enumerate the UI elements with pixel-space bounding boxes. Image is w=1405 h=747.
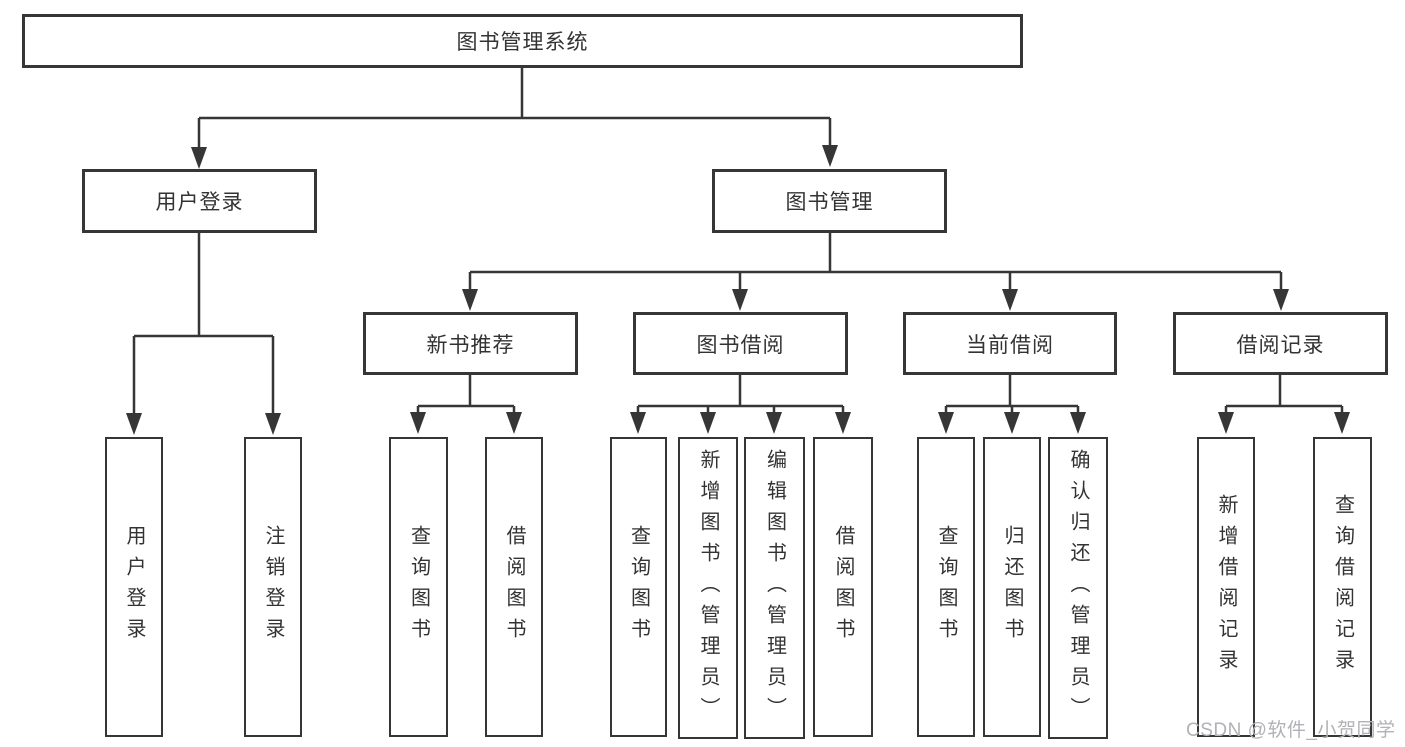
leaf-confirm-return-admin-label: 确认归还（管理员） — [1067, 448, 1089, 728]
leaf-confirm-return-admin: 确认归还（管理员） — [1048, 437, 1108, 739]
node-book-borrowing: 图书借阅 — [633, 312, 848, 375]
leaf-query-books-recommend: 查询图书 — [389, 437, 448, 737]
node-user-login: 用户登录 — [82, 169, 317, 233]
leaf-logout: 注销登录 — [244, 437, 302, 737]
leaf-return-books: 归还图书 — [983, 437, 1041, 737]
leaf-add-borrow-record-label: 新增借阅记录 — [1215, 494, 1237, 680]
leaf-edit-books-admin-label: 编辑图书（管理员） — [763, 448, 786, 728]
node-new-book-recommendation-label: 新书推荐 — [426, 333, 515, 357]
leaf-query-books-current-label: 查询图书 — [935, 525, 957, 649]
node-root-label: 图书管理系统 — [456, 31, 589, 54]
leaf-borrow-books-borrowing: 借阅图书 — [813, 437, 873, 737]
node-current-borrowing-label: 当前借阅 — [966, 333, 1054, 357]
leaf-query-borrow-record: 查询借阅记录 — [1313, 437, 1372, 737]
node-new-book-recommendation: 新书推荐 — [363, 312, 578, 375]
node-book-management: 图书管理 — [712, 169, 947, 233]
arrowheads — [126, 145, 1350, 435]
leaf-query-books-borrowing: 查询图书 — [610, 437, 667, 737]
leaf-add-books-admin-label: 新增图书（管理员） — [697, 448, 719, 728]
leaf-add-borrow-record: 新增借阅记录 — [1197, 437, 1255, 737]
leaf-user-login: 用户登录 — [105, 437, 163, 737]
leaf-query-books-borrowing-label: 查询图书 — [627, 525, 650, 649]
csdn-watermark: CSDN @软件_小贺同学 — [1186, 720, 1396, 741]
leaf-user-login-label: 用户登录 — [123, 525, 145, 649]
leaf-query-borrow-record-label: 查询借阅记录 — [1331, 494, 1354, 680]
leaf-query-books-recommend-label: 查询图书 — [407, 525, 430, 649]
node-book-borrowing-label: 图书借阅 — [696, 333, 785, 357]
node-root: 图书管理系统 — [22, 14, 1023, 68]
node-borrowing-records-label: 借阅记录 — [1236, 333, 1325, 357]
leaf-logout-label: 注销登录 — [262, 525, 284, 649]
leaf-edit-books-admin: 编辑图书（管理员） — [744, 437, 805, 739]
node-user-login-label: 用户登录 — [155, 191, 244, 214]
node-current-borrowing: 当前借阅 — [903, 312, 1117, 375]
node-book-management-label: 图书管理 — [785, 191, 874, 214]
node-borrowing-records: 借阅记录 — [1173, 312, 1388, 375]
leaf-borrow-books-recommend-label: 借阅图书 — [503, 525, 525, 649]
leaf-return-books-label: 归还图书 — [1001, 525, 1023, 649]
leaf-add-books-admin: 新增图书（管理员） — [678, 437, 738, 739]
leaf-borrow-books-borrowing-label: 借阅图书 — [832, 525, 854, 649]
leaf-query-books-current: 查询图书 — [917, 437, 975, 737]
leaf-borrow-books-recommend: 借阅图书 — [485, 437, 543, 737]
